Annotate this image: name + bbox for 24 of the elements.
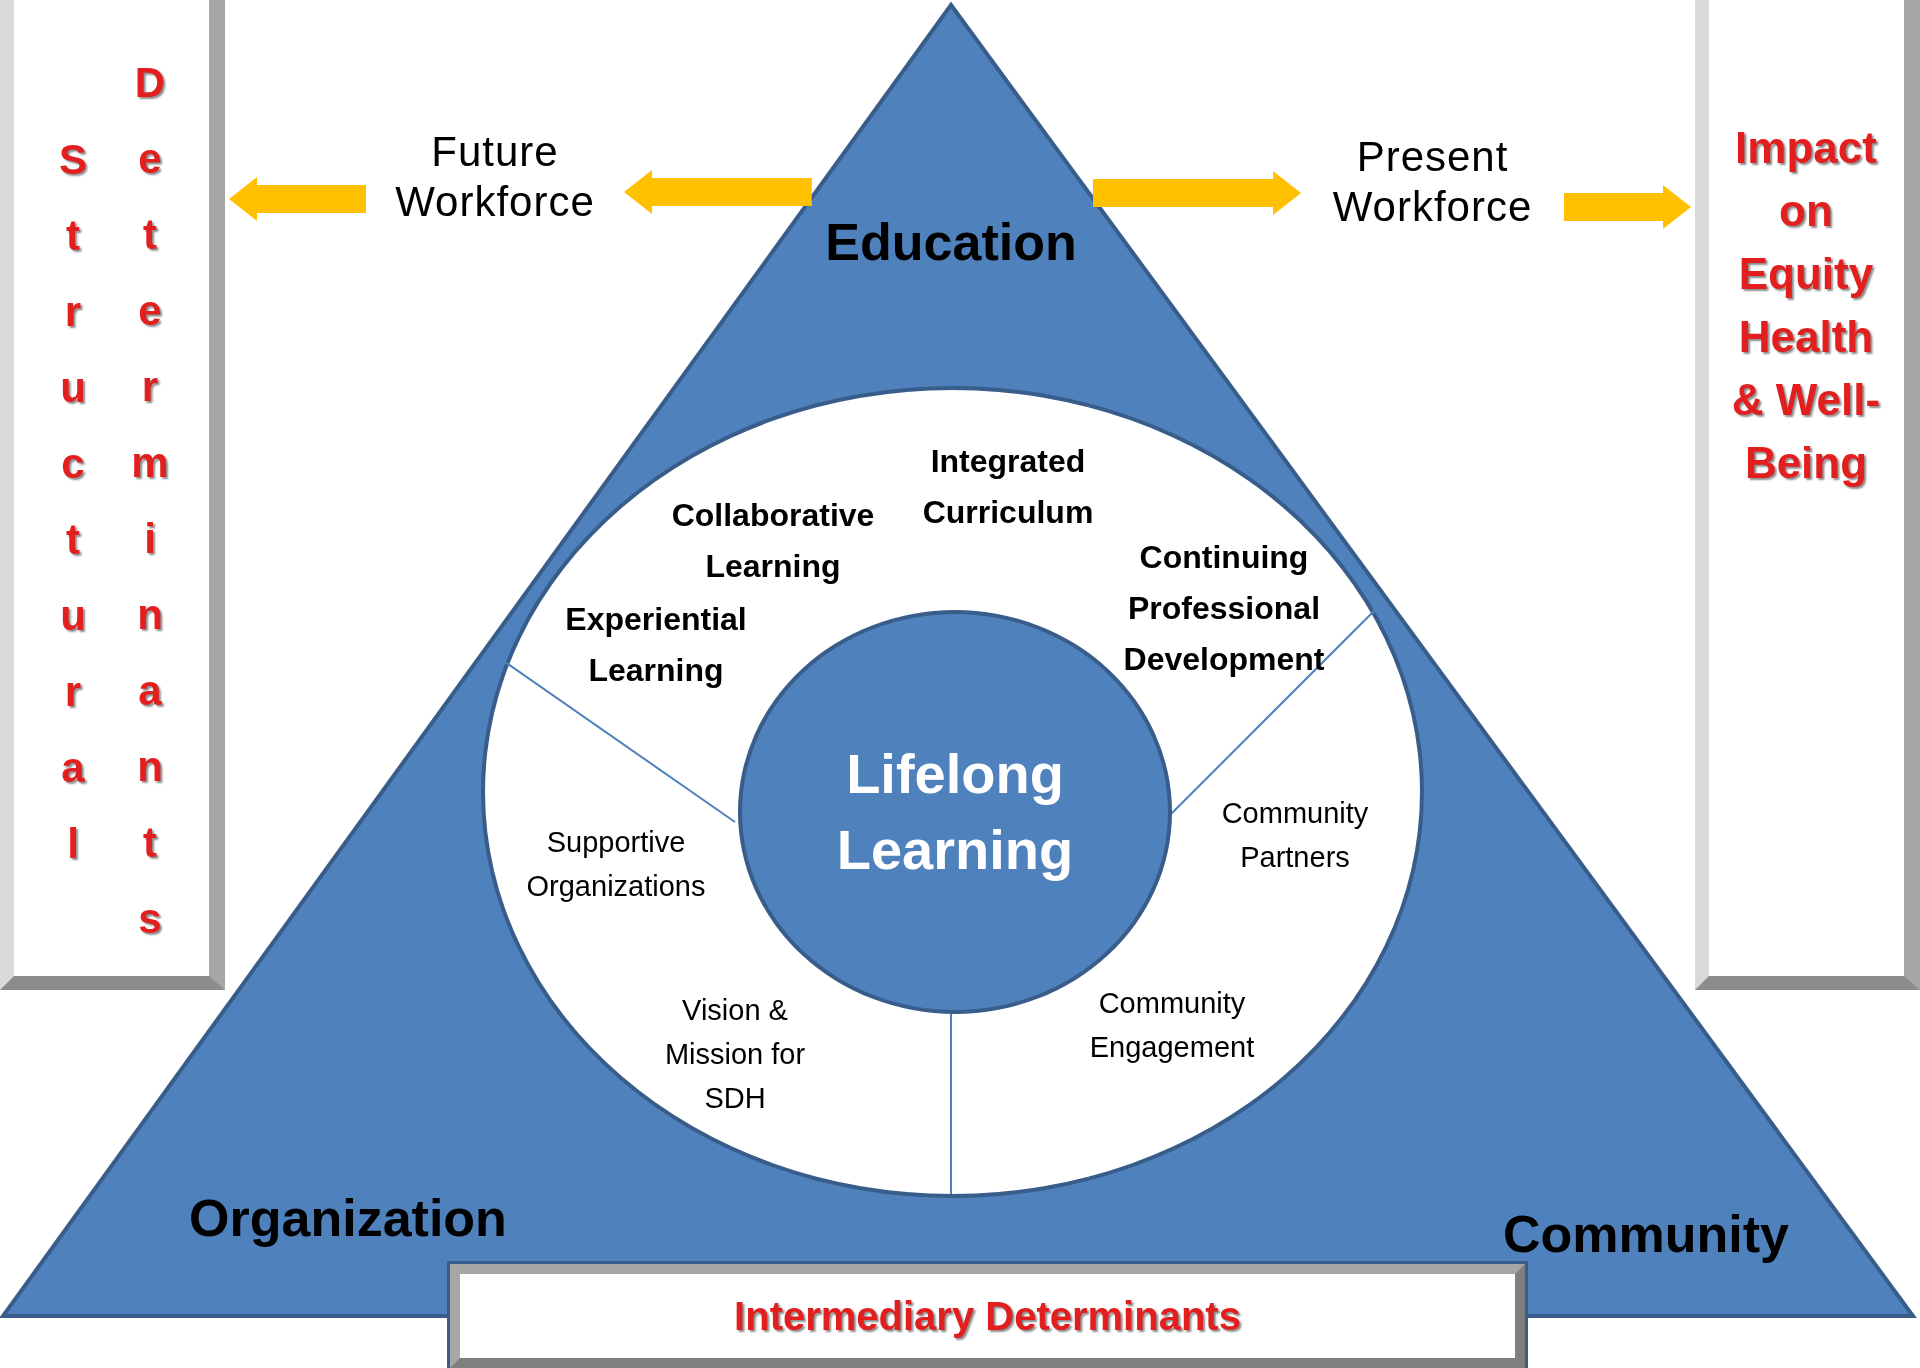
sector-label: Continuing Professional Development: [1122, 537, 1326, 679]
workforce-label: Future Workforce: [370, 125, 620, 230]
banner-label: Intermediary Determinants: [734, 1293, 1241, 1339]
vertical-label: Determinants: [130, 58, 195, 944]
chevron-arrow: [1564, 185, 1691, 229]
chevron-arrow: [624, 170, 812, 214]
vertical-label: Structural: [58, 135, 114, 869]
sector-label: Community Partners: [1220, 796, 1370, 875]
side-panel: [0, 0, 225, 990]
corner-label: Organization: [188, 1188, 508, 1248]
workforce-label: Present Workforce: [1305, 130, 1560, 235]
sector-label: Experiential Learning: [564, 600, 748, 690]
banner: [450, 1264, 1525, 1368]
sector-label: Community Engagement: [1088, 986, 1256, 1065]
chevron-arrow: [1093, 171, 1301, 215]
sector-label: Integrated Curriculum: [921, 442, 1095, 532]
chevron-arrow: [229, 177, 366, 221]
sector-label: Collaborative Learning: [670, 496, 876, 586]
sector-label: Supportive Organizations: [525, 825, 707, 904]
corner-label: Community: [1502, 1204, 1790, 1264]
corner-label: Education: [824, 212, 1078, 272]
panel-label: Impact on Equity Health & Well-Being: [1731, 122, 1881, 489]
sector-label: Vision & Mission for SDH: [663, 993, 807, 1116]
side-panel: [1695, 0, 1920, 990]
